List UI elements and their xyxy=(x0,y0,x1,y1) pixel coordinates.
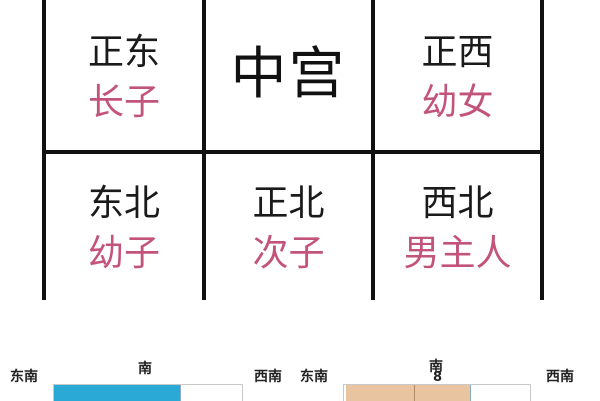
compass-southeast-right: 东南 xyxy=(300,369,328,385)
family-member-label: 长子 xyxy=(87,82,160,123)
bagua-grid: 正东 长子 中宫 正西 幼女 东北 幼子 正北 次子 西北 男主人 xyxy=(42,0,544,300)
floor-plan-left xyxy=(53,384,243,401)
cell-zhengdong: 正东 长子 xyxy=(46,8,202,148)
center-palace-label: 中宫 xyxy=(230,42,347,107)
family-member-label: 幼子 xyxy=(87,233,160,274)
direction-label: 东北 xyxy=(87,183,160,224)
compass-south-right: 南 xyxy=(429,359,443,375)
room-block-tan xyxy=(346,385,470,401)
cell-zhonggong: 中宫 xyxy=(206,0,371,150)
direction-label: 西北 xyxy=(421,183,494,224)
room-block-blue xyxy=(54,385,180,401)
family-member-label: 次子 xyxy=(252,233,325,274)
family-member-label: 幼女 xyxy=(421,82,494,123)
room-divider xyxy=(180,385,181,401)
compass-mark-right: 8 xyxy=(433,370,443,385)
compass-southwest-right: 西南 xyxy=(546,369,574,385)
cell-dongbei: 东北 幼子 xyxy=(46,164,202,294)
compass-southeast-left: 东南 xyxy=(10,369,38,385)
grid-line-h1 xyxy=(42,150,544,154)
floor-plan-right xyxy=(343,384,531,401)
cell-xibei: 西北 男主人 xyxy=(375,164,540,294)
room-divider xyxy=(470,385,471,401)
direction-label: 正东 xyxy=(87,32,160,73)
cell-zhengbei: 正北 次子 xyxy=(206,164,371,294)
direction-label: 正西 xyxy=(421,32,494,73)
family-member-label: 男主人 xyxy=(403,233,512,274)
cell-zhengxi: 正西 幼女 xyxy=(375,8,540,148)
direction-label: 正北 xyxy=(252,183,325,224)
compass-southwest-left: 西南 xyxy=(254,369,282,385)
compass-south-left: 南 xyxy=(138,361,152,377)
room-divider xyxy=(414,385,415,401)
